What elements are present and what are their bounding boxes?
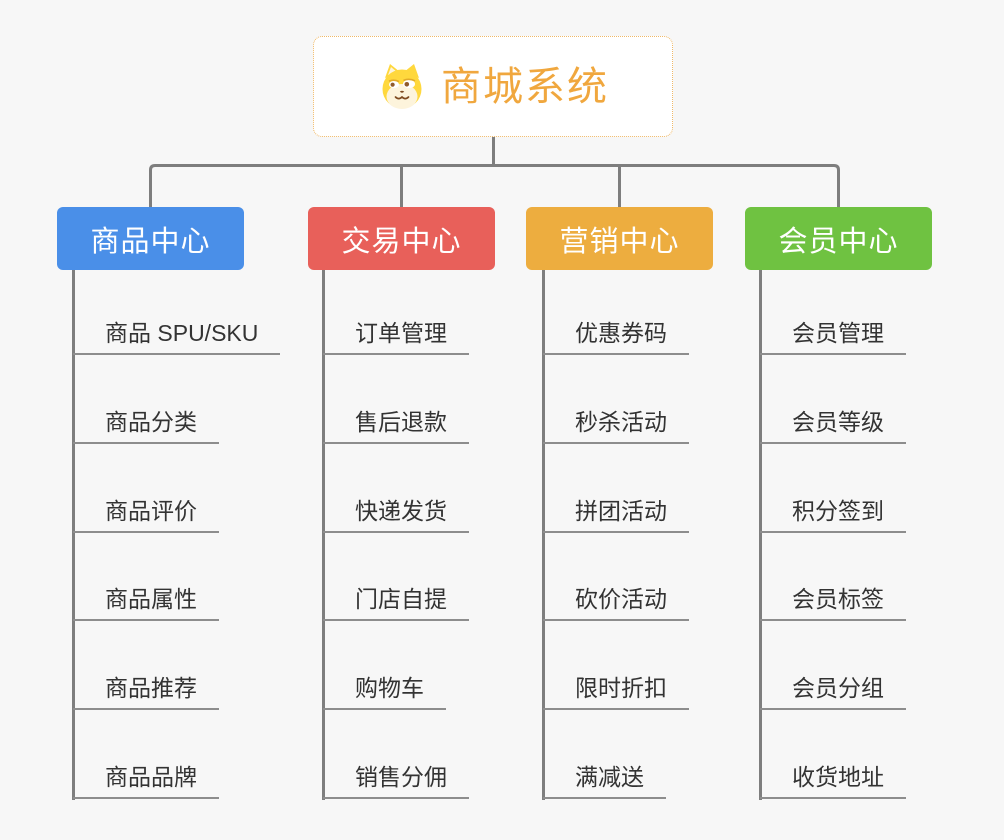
leaf-node[interactable]: 商品评价 (73, 497, 219, 533)
leaf-node[interactable]: 销售分佣 (323, 763, 469, 799)
leaf-node[interactable]: 拼团活动 (543, 497, 689, 533)
root-node[interactable]: 商城系统 (313, 36, 673, 137)
leaf-node[interactable]: 积分签到 (760, 497, 906, 533)
leaf-node[interactable]: 快递发货 (323, 497, 469, 533)
leaf-node[interactable]: 门店自提 (323, 585, 469, 621)
leaf-node[interactable]: 满减送 (543, 763, 666, 799)
leaf-node[interactable]: 商品品牌 (73, 763, 219, 799)
leaf-node[interactable]: 收货地址 (760, 763, 906, 799)
leaf-node[interactable]: 商品属性 (73, 585, 219, 621)
leaf-node[interactable]: 购物车 (323, 674, 446, 710)
branch-label: 会员中心 (778, 225, 899, 258)
leaf-node[interactable]: 砍价活动 (543, 585, 689, 621)
branch-label: 商品中心 (90, 225, 211, 258)
leaf-node[interactable]: 会员标签 (760, 585, 906, 621)
branch-label: 交易中心 (341, 225, 462, 258)
leaf-node[interactable]: 商品 SPU/SKU (73, 319, 281, 355)
leaf-node[interactable]: 商品推荐 (73, 674, 219, 710)
branch-node-marketing-center[interactable]: 营销中心 (526, 207, 713, 270)
doge-icon (382, 63, 422, 109)
leaf-node[interactable]: 秒杀活动 (543, 408, 689, 444)
leaf-node[interactable]: 商品分类 (73, 408, 219, 444)
leaf-node[interactable]: 限时折扣 (543, 674, 689, 710)
root-title: 商城系统 (441, 64, 609, 109)
leaf-node[interactable]: 订单管理 (323, 319, 469, 355)
branch-node-member-center[interactable]: 会员中心 (745, 207, 932, 270)
leaf-node[interactable]: 售后退款 (323, 408, 469, 444)
leaf-node[interactable]: 会员管理 (760, 319, 906, 355)
branch-label: 营销中心 (559, 225, 680, 258)
leaf-node[interactable]: 优惠券码 (543, 319, 689, 355)
leaf-node[interactable]: 会员等级 (760, 408, 906, 444)
branch-node-trade-center[interactable]: 交易中心 (308, 207, 495, 270)
leaf-node[interactable]: 会员分组 (760, 674, 906, 710)
branch-node-product-center[interactable]: 商品中心 (57, 207, 244, 270)
